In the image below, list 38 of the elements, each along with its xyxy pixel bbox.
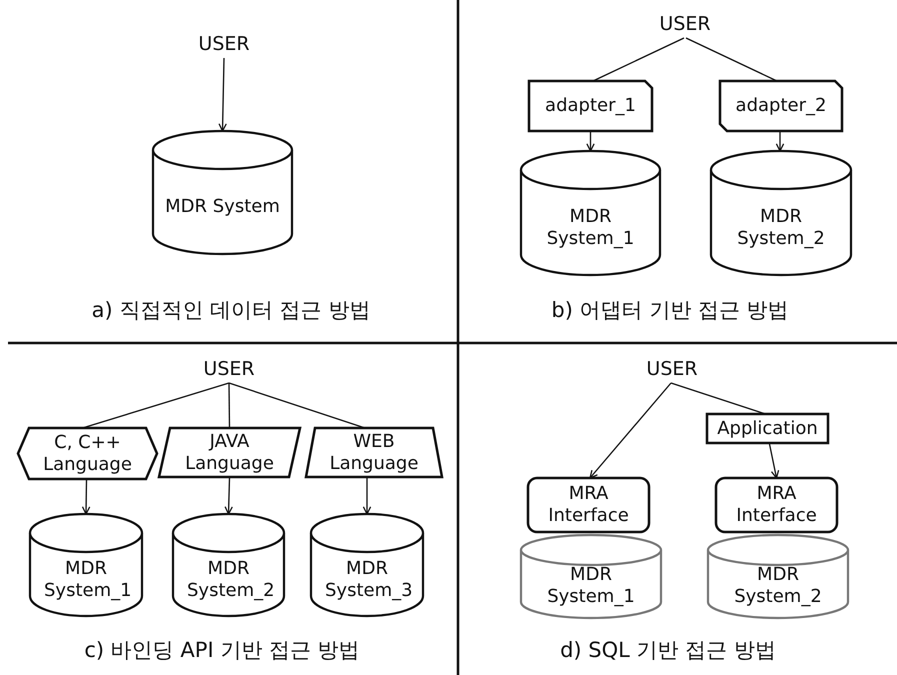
user-label: USER bbox=[192, 30, 256, 58]
arrow bbox=[776, 132, 784, 152]
user-label: USER bbox=[197, 355, 261, 383]
arrow bbox=[589, 382, 672, 479]
connector-line bbox=[228, 383, 230, 428]
database-cylinder: MDR System_2 bbox=[707, 534, 849, 618]
language-parallelogram: JAVA Language bbox=[158, 427, 301, 478]
panel-caption: b) 어댑터 기반 접근 방법 bbox=[551, 297, 789, 324]
arrow bbox=[224, 478, 233, 515]
database-cylinder: MDR System_2 bbox=[172, 513, 285, 616]
database-cylinder: MDR System_1 bbox=[520, 150, 661, 275]
panel-caption: c) 바인딩 API 기반 접근 방법 bbox=[84, 637, 360, 664]
application-box: Application bbox=[706, 413, 829, 444]
database-cylinder: MDR System_3 bbox=[310, 513, 424, 616]
language-hexagon: C, C++ Language bbox=[17, 427, 158, 480]
arrow bbox=[218, 58, 227, 132]
adapter-box: adapter_2 bbox=[719, 80, 843, 132]
panel-caption: a) 직접적인 데이터 접근 방법 bbox=[92, 297, 370, 324]
arrow bbox=[768, 444, 780, 479]
user-label: USER bbox=[653, 10, 717, 38]
panel-caption: d) SQL 기반 접근 방법 bbox=[560, 637, 776, 664]
connector-line bbox=[82, 382, 230, 429]
database-cylinder: MDR System_2 bbox=[710, 150, 852, 275]
arrow bbox=[586, 132, 595, 152]
language-trapezoid: WEB Language bbox=[305, 427, 443, 478]
connector-line bbox=[228, 382, 366, 429]
connector-line bbox=[686, 37, 778, 82]
adapter-box: adapter_1 bbox=[528, 80, 653, 132]
database-cylinder: MDR System_1 bbox=[520, 534, 662, 618]
database-cylinder: MDR System_1 bbox=[29, 513, 143, 616]
arrow bbox=[82, 480, 90, 515]
connector-line bbox=[592, 37, 684, 82]
interface-box: MRA Interface bbox=[527, 477, 650, 533]
user-label: USER bbox=[640, 355, 704, 383]
connector-line bbox=[670, 382, 766, 415]
database-cylinder: MDR System bbox=[152, 130, 293, 254]
arrow bbox=[362, 478, 372, 515]
interface-box: MRA Interface bbox=[715, 477, 838, 533]
